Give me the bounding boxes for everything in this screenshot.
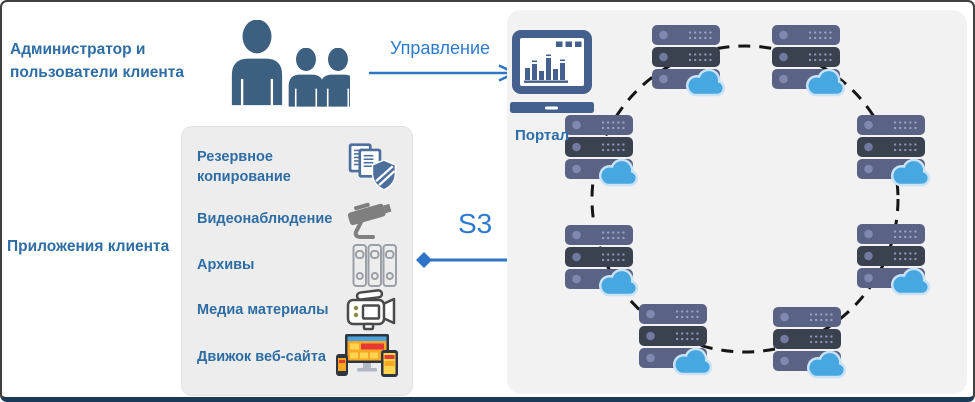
management-flow-label: Управление <box>389 38 491 58</box>
s3-flow-label: S3 <box>458 208 493 239</box>
cctv-camera-icon <box>347 202 392 239</box>
app-label-media: Медиа материалы <box>197 302 329 319</box>
portal-block: Портал <box>510 28 600 144</box>
responsive-website-icon <box>336 334 398 377</box>
cloud-storage-panel: Портал <box>507 10 967 394</box>
ring-dashed-circle <box>590 44 900 354</box>
archive-binders-icon <box>352 244 397 287</box>
admin-users-icon <box>231 20 350 107</box>
app-row-archives: Архивы <box>197 243 398 289</box>
portal-label: Портал <box>515 127 570 144</box>
portal-monitor-chart-icon <box>510 30 594 113</box>
app-row-backup: Резервное копирование <box>197 139 398 197</box>
server-stack-top-right <box>772 25 846 97</box>
server-stack-left-lower <box>565 225 639 297</box>
management-arrow <box>369 64 518 82</box>
server-stack-bottom-left <box>639 304 713 376</box>
server-stack-right-upper <box>857 115 931 187</box>
app-row-website-engine: Движок веб-сайта <box>197 333 398 383</box>
client-apps-box: Резервное копирование <box>182 127 412 395</box>
storage-ring <box>565 25 931 379</box>
app-label-archives: Архивы <box>197 257 255 274</box>
app-label-website-engine: Движок веб-сайта <box>197 349 326 366</box>
server-stack-bottom-right <box>773 307 847 379</box>
app-row-video-surveillance: Видеонаблюдение <box>197 197 398 243</box>
server-stack-right-lower <box>857 224 931 296</box>
admin-users-label: Администратор и пользователи клиента <box>10 41 184 82</box>
backup-documents-shield-icon <box>348 143 397 191</box>
server-stack-top-left <box>652 25 726 97</box>
app-row-media: Медиа материалы <box>197 289 398 333</box>
client-apps-label: Приложения клиента <box>7 238 170 255</box>
video-camera-icon <box>346 289 396 331</box>
app-label-backup: Резервное копирование <box>197 149 291 185</box>
app-label-video-surveillance: Видеонаблюдение <box>197 211 333 228</box>
